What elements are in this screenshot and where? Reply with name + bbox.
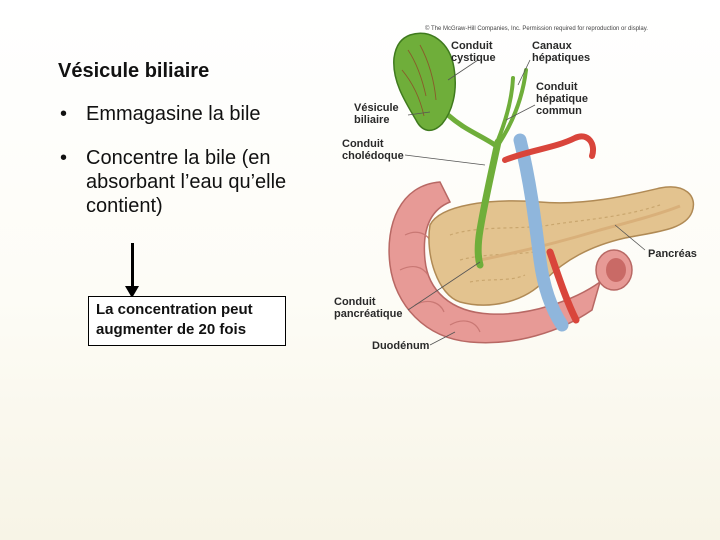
pancreatic-duct [479, 204, 681, 262]
bullet-item: • Concentre la bile (en absorbant l’eau … [58, 146, 348, 218]
label-conduit-choledoque: Conduit cholédoque [342, 138, 404, 162]
copyright-notice: © The McGraw-Hill Companies, Inc. Permis… [425, 26, 648, 32]
label-conduit-cystique: Conduit cystique [451, 40, 496, 64]
gallbladder-shape [393, 32, 456, 132]
label-conduit-hepatique-commun: Conduit hépatique commun [536, 81, 588, 117]
bullet-list: • Emmagasine la bile • Concentre la bile… [58, 102, 348, 238]
anatomy-figure: Conduit cystique Canaux hépatiques Condu… [330, 20, 700, 365]
common-bile-duct [474, 138, 502, 269]
pancreas-shape [428, 186, 695, 306]
portal-vein [513, 133, 569, 332]
bullet-dot: • [60, 147, 68, 169]
label-vesicule-biliaire: Vésicule biliaire [354, 102, 399, 126]
bullet-text: Emmagasine la bile [86, 103, 261, 125]
callout-box: La concentration peut augmenter de 20 fo… [88, 296, 286, 346]
hepatic-ducts [496, 68, 528, 144]
bullet-dot: • [60, 103, 68, 125]
duodenum-shape [388, 181, 602, 344]
cystic-duct [445, 112, 498, 148]
anatomy-illustration [388, 32, 695, 346]
label-conduit-pancreatique: Conduit pancréatique [334, 296, 403, 320]
leader-lines [404, 59, 646, 346]
slide-title: Vésicule biliaire [58, 60, 210, 82]
label-pancreas: Pancréas [648, 248, 697, 260]
label-canaux-hepatiques: Canaux hépatiques [532, 40, 591, 64]
mesenteric-artery [546, 248, 580, 324]
bullet-item: • Emmagasine la bile [58, 102, 348, 126]
bullet-text: Concentre la bile (en absorbant l’eau qu… [86, 147, 287, 217]
down-arrow-shaft [131, 243, 134, 289]
label-duodenum: Duodénum [372, 340, 430, 352]
down-arrow-icon [125, 286, 139, 298]
hepatic-artery [502, 133, 596, 163]
